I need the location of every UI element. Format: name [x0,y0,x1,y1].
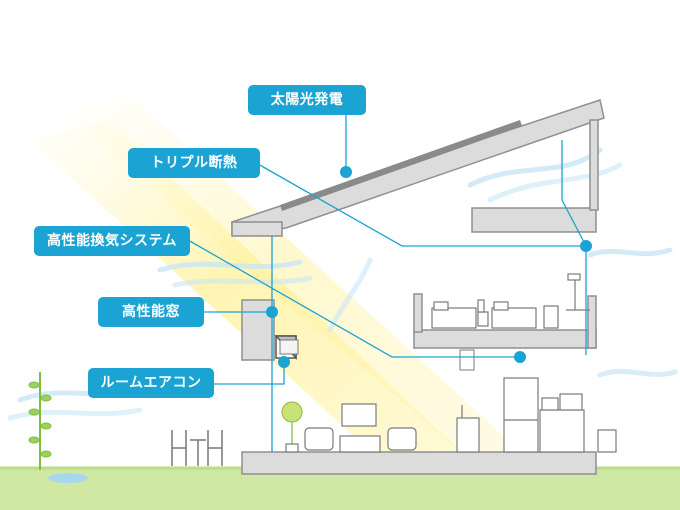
ground [0,468,680,510]
label-room-aircon: ルームエアコン [88,368,214,398]
leader-dots [266,166,592,368]
patio-furniture [171,430,223,466]
puddle [48,473,88,483]
bedroom-furniture [431,273,590,329]
support-post [459,349,475,371]
sunlight-beams [30,95,530,460]
house-shell [231,99,605,361]
airflow-lines [7,147,678,421]
living-furniture [281,377,617,453]
air-conditioner [279,339,299,355]
solar-panel [280,120,522,211]
label-triple-insulation: トリプル断熱 [128,148,260,178]
label-solar: 太陽光発電 [248,85,366,115]
vine-plant [28,372,52,470]
leader-lines [187,112,587,452]
label-window: 高性能窓 [98,297,204,327]
foundation [241,451,597,475]
label-ventilation: 高性能換気システム [34,226,190,256]
